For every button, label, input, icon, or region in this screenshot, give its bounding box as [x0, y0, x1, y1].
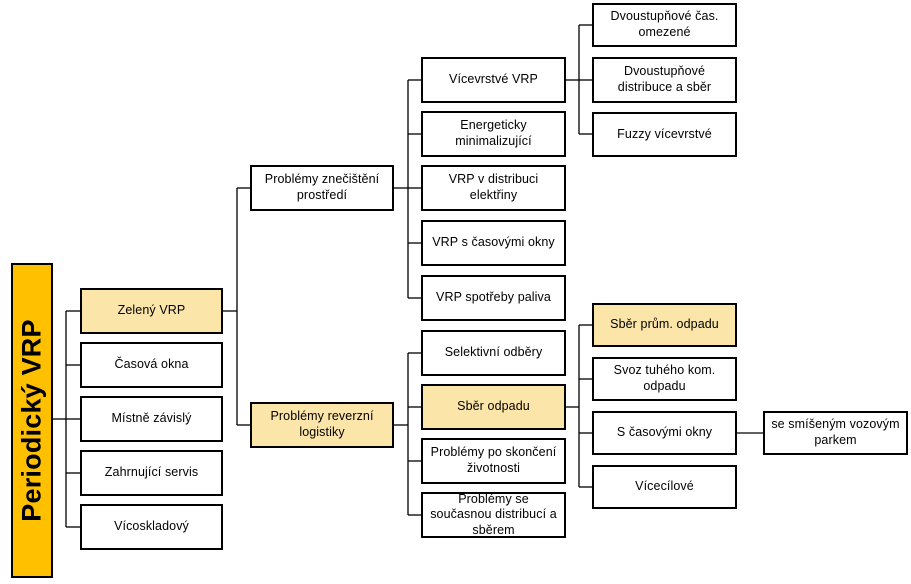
- node-label: Časová okna: [114, 357, 189, 372]
- node-dvoustupnove-distribuce-a-sber[interactable]: Dvoustupňové distribuce a sběr: [592, 57, 737, 103]
- node-label: Sběr prům. odpadu: [610, 317, 719, 332]
- node-label: Problémy znečištění prostředí: [264, 172, 380, 202]
- node-zeleny-vrp[interactable]: Zelený VRP: [80, 288, 223, 334]
- node-problemy-se-soucasnou-distribuci-a-sberem[interactable]: Problémy se současnou distribucí a sběre…: [421, 492, 566, 538]
- node-label: se smíšeným vozovým parkem: [771, 417, 900, 447]
- node-label: Sběr odpadu: [457, 399, 530, 414]
- node-viceskladovy[interactable]: Vícoskladový: [80, 504, 223, 550]
- node-label: Dvoustupňové distribuce a sběr: [617, 64, 712, 94]
- node-mistne-zavisly[interactable]: Místně závislý: [80, 396, 223, 442]
- node-fuzzy-vicevrstve[interactable]: Fuzzy vícevrstvé: [592, 112, 737, 157]
- node-label: Energeticky minimalizující: [455, 118, 532, 148]
- node-se-smisenym-vozovym-parkem[interactable]: se smíšeným vozovým parkem: [763, 411, 908, 455]
- node-problemy-znecisteni-prostredi[interactable]: Problémy znečištění prostředí: [250, 165, 394, 211]
- node-problemy-po-skonceni-zivotnosti[interactable]: Problémy po skončení životnosti: [421, 438, 566, 484]
- node-dvoustupnove-cas-omezene[interactable]: Dvoustupňové čas. omezené: [592, 3, 737, 47]
- root-banner-label: Periodický VRP: [16, 319, 47, 522]
- node-label: Problémy po skončení životnosti: [430, 445, 557, 475]
- node-label: Selektivní odběry: [444, 345, 543, 360]
- node-vrp-spotreby-paliva[interactable]: VRP spotřeby paliva: [421, 275, 566, 321]
- node-s-casovymi-okny[interactable]: S časovými okny: [592, 411, 737, 455]
- node-selektivni-odbery[interactable]: Selektivní odběry: [421, 330, 566, 376]
- node-label: Místně závislý: [111, 411, 192, 426]
- node-label: Vícevrstvé VRP: [449, 72, 538, 87]
- node-sber-prum-odpadu[interactable]: Sběr prům. odpadu: [592, 303, 737, 347]
- node-vicecilove[interactable]: Vícecílové: [592, 465, 737, 509]
- root-banner-periodicky-vrp[interactable]: Periodický VRP: [11, 263, 53, 578]
- node-label: Problémy reverzní logistiky: [270, 409, 374, 439]
- node-label: Zahrnující servis: [104, 465, 199, 480]
- node-label: Vícoskladový: [114, 519, 189, 534]
- node-label: S časovými okny: [616, 425, 713, 440]
- node-zahrnujici-servis[interactable]: Zahrnující servis: [80, 450, 223, 496]
- node-casova-okna[interactable]: Časová okna: [80, 342, 223, 388]
- node-label: Fuzzy vícevrstvé: [617, 126, 712, 141]
- node-label: VRP v distribuci elektřiny: [448, 172, 539, 202]
- node-label: Dvoustupňové čas. omezené: [610, 9, 719, 39]
- node-label: VRP spotřeby paliva: [436, 290, 551, 305]
- node-vrp-v-distribuci-elektriny[interactable]: VRP v distribuci elektřiny: [421, 165, 566, 211]
- node-vicevrstve-vrp[interactable]: Vícevrstvé VRP: [421, 57, 566, 103]
- node-label: VRP s časovými okny: [432, 235, 555, 250]
- node-energeticky-minimalizujici[interactable]: Energeticky minimalizující: [421, 111, 566, 157]
- node-sber-odpadu[interactable]: Sběr odpadu: [421, 384, 566, 430]
- node-label: Zelený VRP: [117, 303, 186, 318]
- node-svoz-tuheho-kom-odpadu[interactable]: Svoz tuhého kom. odpadu: [592, 357, 737, 401]
- node-problemy-reverzni-logistiky[interactable]: Problémy reverzní logistiky: [250, 402, 394, 448]
- node-label: Svoz tuhého kom. odpadu: [613, 363, 716, 393]
- node-label: Problémy se současnou distribucí a sběre…: [430, 491, 557, 537]
- node-label: Vícecílové: [635, 479, 694, 494]
- node-vrp-s-casovymi-okny[interactable]: VRP s časovými okny: [421, 220, 566, 266]
